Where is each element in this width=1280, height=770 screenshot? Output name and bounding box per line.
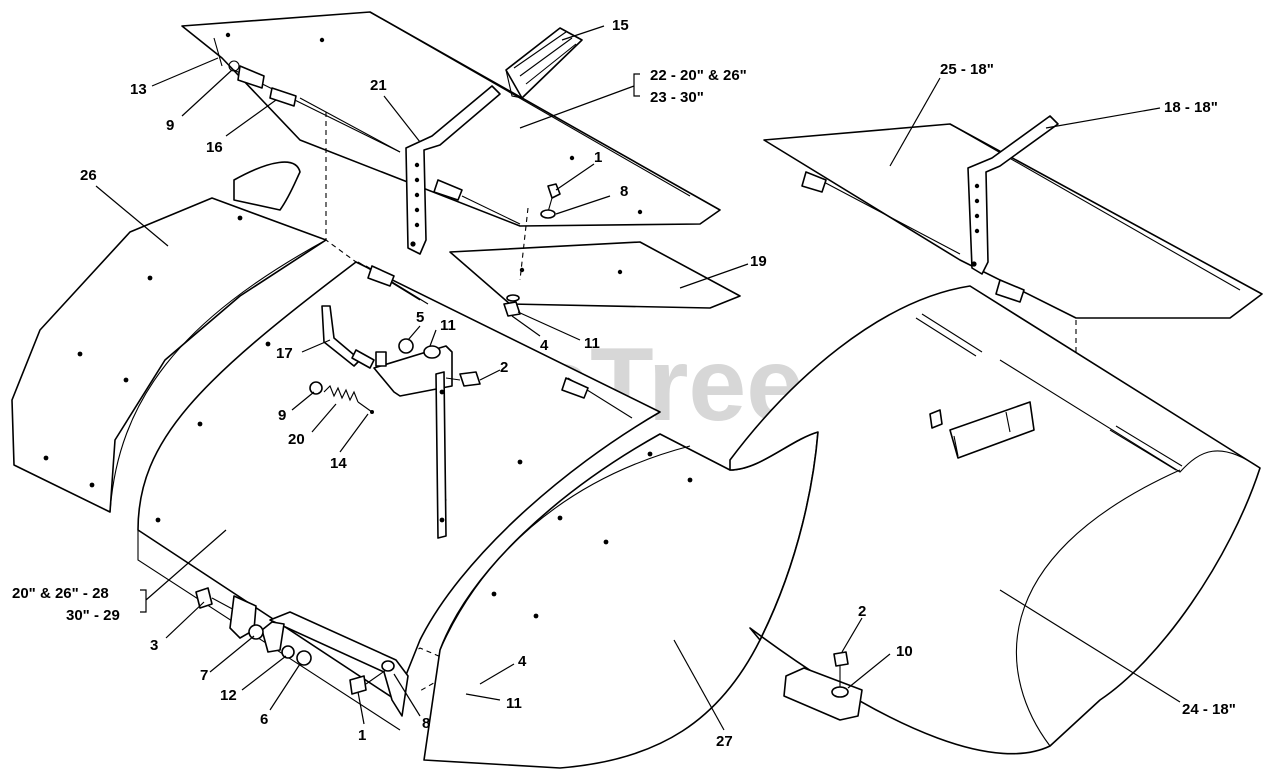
hanger-bracket-18 <box>967 115 1059 275</box>
callout-2-upper: 2 <box>500 359 508 376</box>
callout-28: 20" & 26" - 28 <box>12 585 109 602</box>
callout-25: 25 - 18" <box>940 61 994 78</box>
plate-19 <box>449 241 741 309</box>
callout-26: 26 <box>80 167 97 184</box>
callout-2-lower: 2 <box>858 603 866 620</box>
callout-14: 14 <box>330 455 347 472</box>
callout-5: 5 <box>416 309 424 326</box>
spring-20 <box>309 381 374 414</box>
callout-12: 12 <box>220 687 237 704</box>
callout-7: 7 <box>200 667 208 684</box>
housing-24 <box>729 285 1261 755</box>
callout-22: 22 - 20" & 26" <box>650 67 747 84</box>
handle-grip-15 <box>505 27 583 99</box>
callout-11-mid: 11 <box>440 317 456 334</box>
callout-15: 15 <box>612 17 629 34</box>
callout-13: 13 <box>130 81 147 98</box>
foot-bracket-10 <box>783 651 863 721</box>
callout-1-lower: 1 <box>358 727 366 744</box>
callout-3: 3 <box>150 637 158 654</box>
callout-20: 20 <box>288 431 305 448</box>
callout-8-lower: 8 <box>422 715 430 732</box>
callout-11-lower: 11 <box>506 695 522 712</box>
callout-18: 18 - 18" <box>1164 99 1218 116</box>
callout-1-upper: 1 <box>594 149 602 166</box>
callout-17: 17 <box>276 345 293 362</box>
callout-11-upper: 11 <box>584 335 600 352</box>
callout-16: 16 <box>206 139 223 156</box>
side-shield-26 <box>11 161 327 513</box>
callout-19: 19 <box>750 253 767 270</box>
deflector-plate-22-23 <box>181 11 721 227</box>
callout-23: 23 - 30" <box>650 89 704 106</box>
callout-24: 24 - 18" <box>1182 701 1236 718</box>
callout-8-upper: 8 <box>620 183 628 200</box>
callout-4-lower: 4 <box>518 653 527 670</box>
adjusting-arm <box>373 338 481 539</box>
leader-lines <box>95 25 1181 731</box>
callout-10: 10 <box>896 643 913 660</box>
callout-29: 30" - 29 <box>66 607 120 624</box>
callout-9-lower: 9 <box>278 407 286 424</box>
callout-27: 27 <box>716 733 733 750</box>
callout-6: 6 <box>260 711 268 728</box>
hanger-bracket-21 <box>405 85 501 255</box>
callout-21: 21 <box>370 77 387 94</box>
callout-4-upper: 4 <box>540 337 549 354</box>
callout-labels: 13 9 16 15 21 22 - 20" & 26" 23 - 30" 1 … <box>12 17 1236 750</box>
callout-9-upper: 9 <box>166 117 174 134</box>
bolt-1-upper <box>540 183 561 219</box>
plate-25 <box>763 123 1263 319</box>
